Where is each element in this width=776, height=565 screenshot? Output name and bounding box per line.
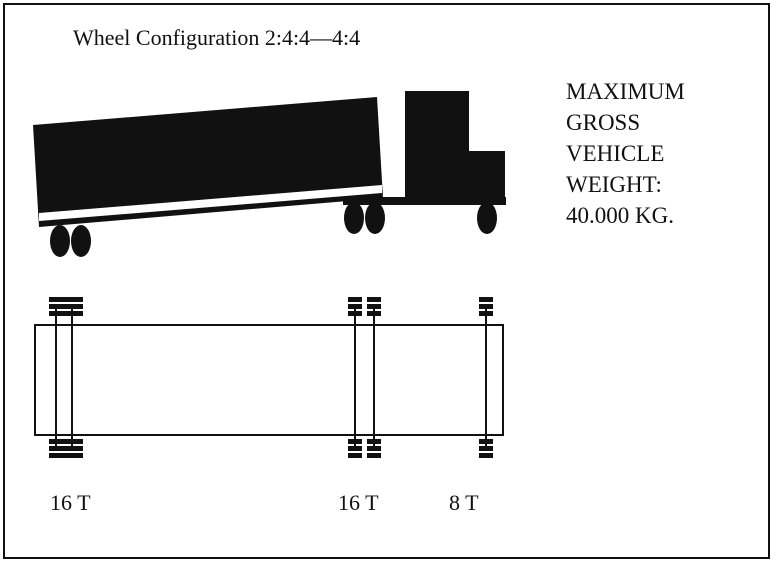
tire-icon bbox=[367, 304, 381, 309]
truck-plan-view bbox=[34, 305, 504, 449]
trailer-body bbox=[33, 97, 383, 227]
note-line-vehicle: VEHICLE bbox=[566, 141, 665, 166]
trailer-wheel-rear bbox=[71, 225, 91, 257]
tire-icon bbox=[367, 446, 381, 451]
tire-icon bbox=[479, 297, 493, 302]
tire-icon bbox=[479, 453, 493, 458]
axle-load-trailer: 16 T bbox=[50, 490, 91, 515]
note-line-value: 40.000 KG. bbox=[566, 203, 674, 228]
tire-icon bbox=[348, 297, 362, 302]
tractor-hood bbox=[465, 151, 505, 203]
truck-side-view bbox=[33, 91, 506, 257]
tire-icon bbox=[367, 297, 381, 302]
diagram-frame: Wheel Configuration 2:4:4—4:4 MAXIMUM GR… bbox=[3, 3, 770, 559]
diagram-title: Wheel Configuration 2:4:4—4:4 bbox=[73, 25, 361, 50]
tire-icon bbox=[348, 446, 362, 451]
plan-wheels bbox=[49, 297, 493, 458]
max-weight-note: MAXIMUM GROSS VEHICLE WEIGHT: 40.000 KG. bbox=[566, 76, 685, 231]
tractor-cab-rear bbox=[405, 91, 469, 205]
tire-icon bbox=[367, 439, 381, 444]
tire-icon bbox=[348, 311, 362, 316]
tire-icon bbox=[348, 453, 362, 458]
tire-icon bbox=[479, 304, 493, 309]
axle-load-drive: 16 T bbox=[338, 490, 379, 515]
tire-icon bbox=[49, 311, 83, 316]
tire-icon bbox=[49, 304, 83, 309]
drive-wheel-front bbox=[344, 202, 364, 234]
truck-diagram bbox=[33, 91, 506, 458]
note-line-maximum: MAXIMUM bbox=[566, 79, 685, 104]
trailer-bottom-band bbox=[39, 185, 382, 221]
tire-icon bbox=[367, 311, 381, 316]
tire-icon bbox=[348, 439, 362, 444]
tire-icon bbox=[49, 439, 83, 444]
tire-icon bbox=[479, 446, 493, 451]
note-line-weight: WEIGHT: bbox=[566, 172, 662, 197]
axle-load-steer: 8 T bbox=[449, 490, 479, 515]
tire-icon bbox=[348, 304, 362, 309]
drive-wheel-rear bbox=[365, 202, 385, 234]
tire-icon bbox=[367, 453, 381, 458]
steer-wheel bbox=[477, 202, 497, 234]
tire-icon bbox=[49, 453, 83, 458]
tire-icon bbox=[479, 439, 493, 444]
vehicle-outline bbox=[34, 324, 504, 436]
note-line-gross: GROSS bbox=[566, 110, 641, 135]
tire-icon bbox=[49, 297, 83, 302]
tire-icon bbox=[49, 446, 83, 451]
trailer-wheel-front bbox=[50, 225, 70, 257]
tire-icon bbox=[479, 311, 493, 316]
